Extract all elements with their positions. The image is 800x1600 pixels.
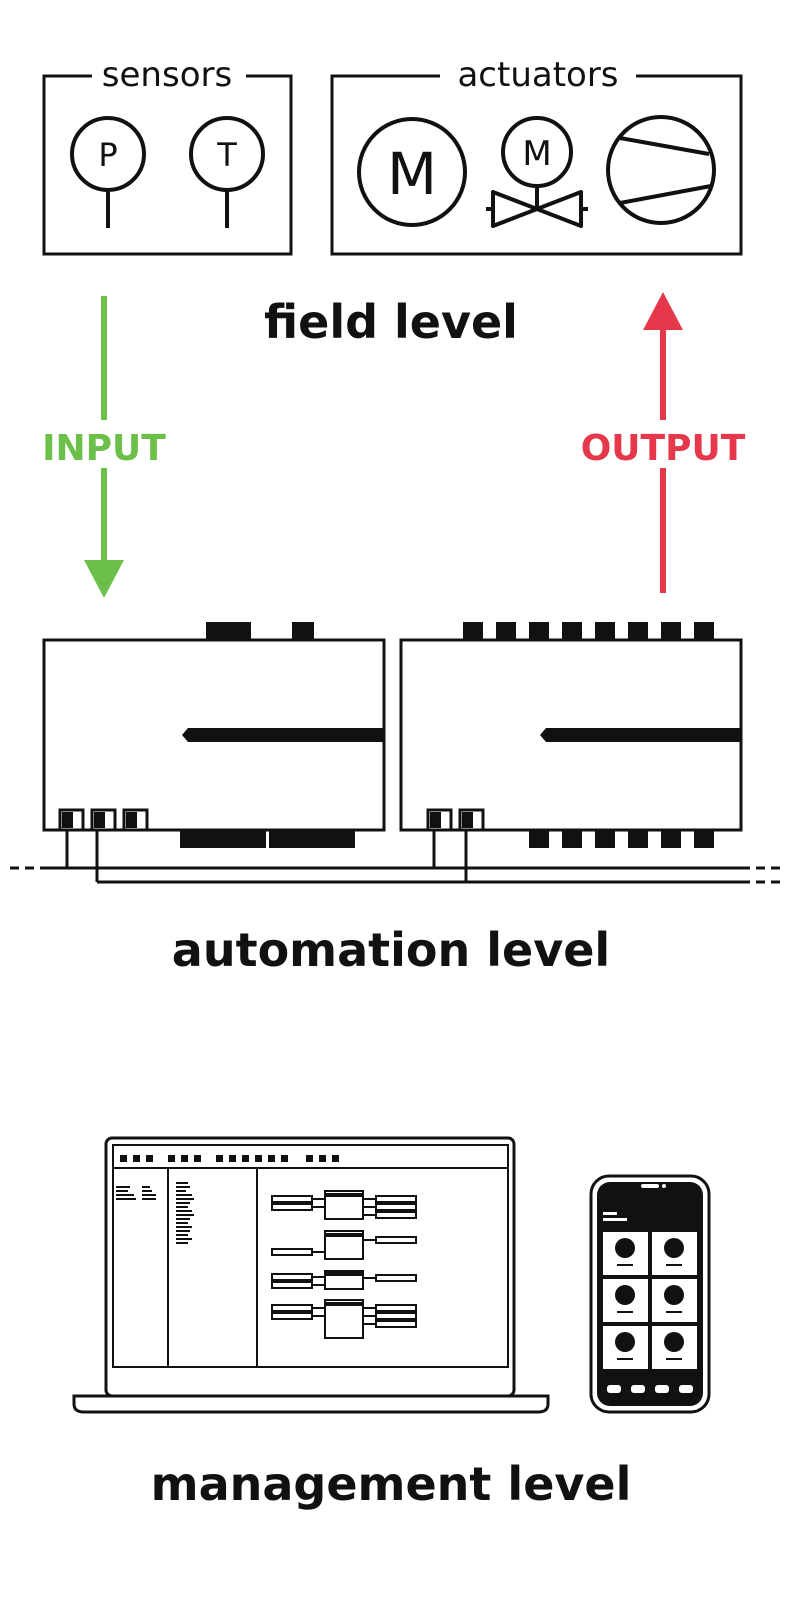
app-menu-bar [120,1155,339,1162]
compressor-icon [606,115,716,225]
automation-level-label: automation level [172,923,610,977]
actuators-group: actuators M M [330,55,743,256]
valve-motor-symbol: M [522,134,551,174]
field-bus-lines [10,830,780,884]
temperature-sensor-icon: T [189,116,265,228]
motor-symbol: M [387,140,437,208]
motorized-valve-icon: M [486,116,588,228]
motor-icon: M [357,117,467,227]
output-flow-arrow: OUTPUT [581,292,746,593]
sensors-label: sensors [102,55,232,95]
input-controller-icon [42,622,386,848]
sensors-group: sensors P T [42,55,293,256]
smartphone-icon [589,1174,711,1414]
management-level-label: management level [151,1457,632,1511]
phone-tile-grid [603,1232,697,1369]
input-label: INPUT [42,428,166,469]
pressure-sensor-icon: P [70,116,146,228]
phone-tab-bar [607,1385,693,1393]
laptop-icon [72,1136,550,1414]
output-label: OUTPUT [581,428,746,469]
field-level-label: field level [264,295,518,349]
output-controller-icon [399,622,743,848]
app-function-blocks [271,1190,417,1339]
temperature-symbol: T [216,136,237,174]
pressure-symbol: P [98,136,117,174]
app-sidebar-lines [116,1182,194,1244]
input-flow-arrow: INPUT [42,296,166,598]
actuators-label: actuators [457,55,618,95]
